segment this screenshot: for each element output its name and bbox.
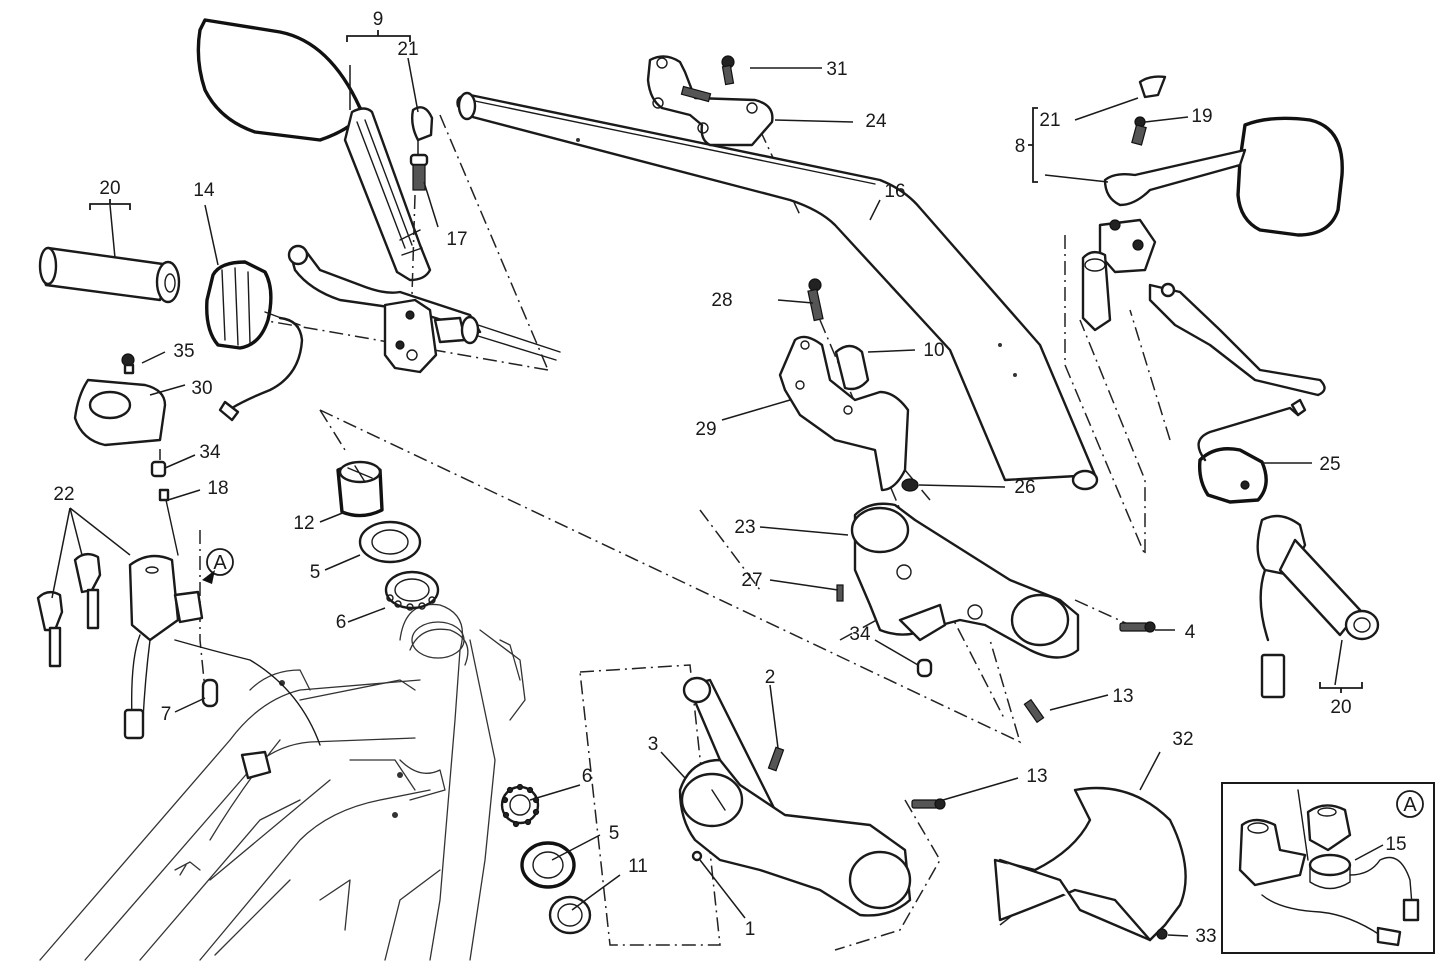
callout-29: 29 — [695, 419, 716, 440]
inset-label: A — [1403, 794, 1417, 816]
group-bracket-20-left — [89, 199, 131, 210]
handlebar-riser — [778, 278, 910, 492]
callout-31: 31 — [826, 59, 847, 80]
callout-2: 2 — [765, 667, 776, 688]
detail-inset-a: A 15 — [1221, 782, 1435, 954]
callout-labels: 9 21 17 20 14 35 30 34 18 22 7 12 5 6 31… — [53, 9, 1351, 947]
callout-13-upper: 13 — [1112, 686, 1133, 707]
left-grip — [38, 246, 181, 304]
callout-27: 27 — [741, 570, 762, 591]
stud — [767, 746, 785, 772]
callout-34-left: 34 — [199, 442, 221, 463]
callout-16: 16 — [884, 181, 905, 202]
spacer — [201, 678, 219, 708]
ignition-switch-cover — [73, 353, 179, 556]
callout-32: 32 — [1172, 729, 1193, 750]
callout-21-left: 21 — [397, 39, 418, 60]
callout-23: 23 — [734, 517, 755, 538]
ignition-switch — [123, 554, 321, 746]
washer — [901, 478, 919, 492]
callout-22: 22 — [53, 484, 74, 505]
callout-33: 33 — [1195, 926, 1216, 947]
pinch-bolt — [1119, 622, 1149, 632]
callout-28: 28 — [711, 290, 732, 311]
callout-21-right: 21 — [1039, 110, 1060, 131]
callout-15: 15 — [1385, 834, 1406, 855]
callout-35: 35 — [173, 341, 194, 362]
callout-26: 26 — [1014, 477, 1035, 498]
callout-34-right: 34 — [849, 624, 871, 645]
callout-17: 17 — [446, 229, 467, 250]
washer — [691, 850, 703, 862]
upper-triple-clamp — [850, 502, 1080, 659]
left-mirror — [196, 18, 432, 282]
plug — [916, 658, 933, 678]
bolt — [1023, 698, 1045, 724]
callout-20-right: 20 — [1330, 697, 1351, 718]
callout-1: 1 — [745, 919, 756, 940]
mirror-cap-left — [409, 106, 434, 296]
connector — [240, 750, 272, 780]
motorcycle-frame — [39, 603, 526, 961]
bearing-upper-assembly — [336, 460, 440, 611]
right-mirror — [1103, 116, 1344, 237]
handlebar — [456, 91, 1099, 491]
group-bracket-8 — [1028, 107, 1038, 183]
callout-6-lower: 6 — [582, 766, 593, 787]
left-switch-gear — [205, 260, 304, 422]
brake-lever-assembly — [1081, 218, 1326, 397]
frame-bolt-hole — [397, 772, 403, 778]
callout-5-upper: 5 — [310, 562, 321, 583]
screw — [1156, 928, 1168, 940]
cover-panel — [993, 786, 1187, 942]
clutch-lever-assembly — [287, 244, 561, 374]
frame-bolt-hole — [279, 680, 285, 686]
group-bracket-9 — [346, 30, 411, 42]
mirror-cap-right — [1138, 75, 1167, 99]
callout-8: 8 — [1015, 136, 1026, 157]
callout-18: 18 — [207, 478, 228, 499]
callout-5-lower: 5 — [609, 823, 620, 844]
callout-10: 10 — [923, 340, 944, 361]
bolt — [911, 799, 939, 809]
group-bracket-20-right — [1319, 682, 1363, 693]
callout-9: 9 — [373, 9, 384, 30]
callout-30: 30 — [191, 378, 212, 399]
assembly-lines — [199, 114, 1171, 951]
leader-lines — [51, 57, 1343, 937]
handlebar-upper-clamp — [646, 55, 774, 147]
callout-11: 11 — [628, 856, 648, 877]
callout-7: 7 — [161, 704, 172, 725]
callout-3: 3 — [648, 734, 659, 755]
bearing-lower-assembly — [500, 783, 592, 935]
key — [73, 552, 102, 630]
callout-20-left: 20 — [99, 178, 120, 199]
detail-reference-marker: A — [202, 548, 234, 584]
callout-14: 14 — [193, 180, 215, 201]
callout-19: 19 — [1191, 106, 1212, 127]
right-switch-gear — [1197, 398, 1307, 504]
lower-triple-clamp — [678, 676, 912, 917]
callout-6-upper: 6 — [336, 612, 347, 633]
callout-4: 4 — [1185, 622, 1196, 643]
frame-bolt-hole — [392, 812, 398, 818]
detail-reference-label: A — [213, 552, 227, 574]
right-grip — [1256, 514, 1380, 699]
key — [36, 590, 64, 668]
callout-24: 24 — [865, 111, 887, 132]
small-bolt — [836, 584, 844, 602]
callout-25: 25 — [1319, 454, 1340, 475]
callout-13-lower: 13 — [1026, 766, 1047, 787]
callout-12: 12 — [293, 513, 314, 534]
